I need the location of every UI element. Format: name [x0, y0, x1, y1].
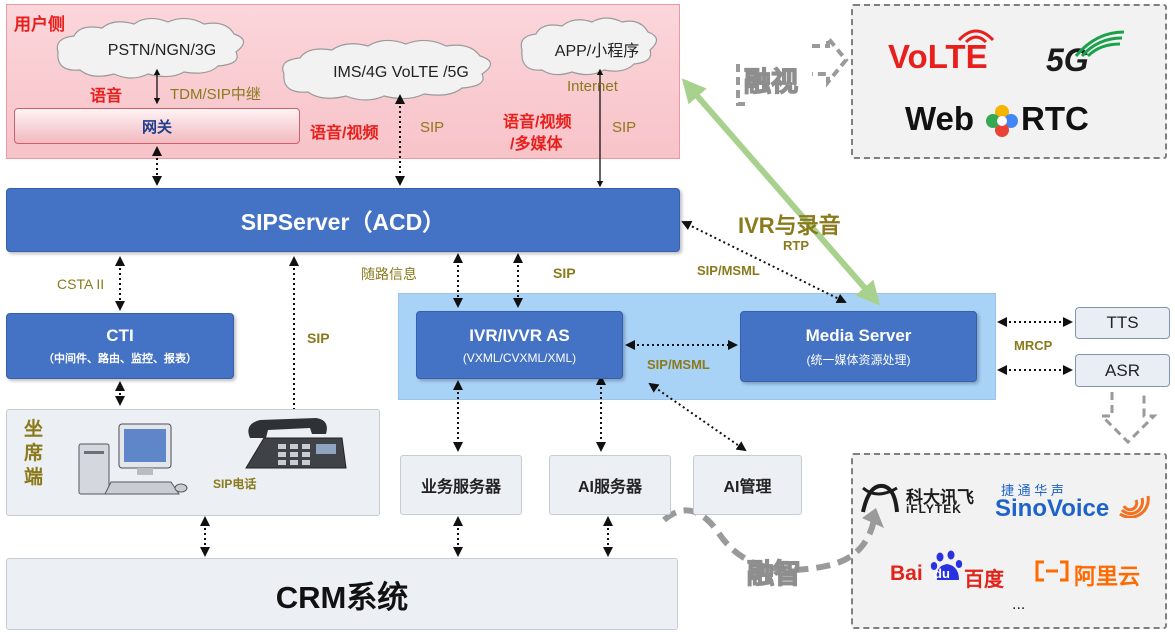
label-ivr-record: IVR与录音 — [738, 213, 841, 238]
cti-box: CTI （中间件、路由、监控、报表） — [6, 313, 234, 379]
ai-server-box: AI服务器 — [549, 455, 671, 515]
cloud-ims-shape — [282, 39, 492, 101]
media-server-box: Media Server (统一媒体资源处理) — [740, 311, 977, 382]
agent-char-3: 端 — [24, 467, 44, 488]
label-sip-msml-top: SIP/MSML — [697, 263, 760, 278]
volte-logo: VoLTE — [888, 38, 988, 75]
baidu-paw-icon — [930, 550, 963, 580]
ivr-as-title: IVR/IVVR AS — [469, 325, 570, 345]
cti-title: CTI — [106, 326, 134, 345]
label-route-info: 随路信息 — [361, 266, 417, 282]
label-mrcp: MRCP — [1014, 338, 1053, 353]
aliyun-icon — [1035, 560, 1069, 582]
agent-char-2: 席 — [24, 443, 44, 464]
label-csta: CSTA II — [57, 276, 105, 292]
agent-label: 坐 席 端 — [24, 418, 43, 490]
fusion-video-panel — [851, 4, 1167, 159]
sip-phone-icon — [245, 418, 347, 469]
ai-manage-box: AI管理 — [693, 455, 802, 515]
webrtc-logo-a: Web — [905, 100, 975, 137]
gateway-box: 网关 — [14, 108, 300, 144]
label-sip-ims: SIP — [420, 119, 445, 136]
fusion-ai-label: 融智 — [746, 558, 801, 589]
label-internet: Internet — [567, 78, 618, 95]
sip-phone-label: SIP电话 — [213, 477, 257, 491]
label-sip-phone-link: SIP — [307, 330, 330, 346]
label-voice: 语音 — [90, 88, 123, 105]
iflytek-cn: 科大讯飞 — [906, 488, 974, 507]
cloud-pstn-shape — [56, 17, 245, 79]
cloud-pstn-label: PSTN/NGN/3G — [107, 42, 217, 59]
media-server-subtitle: (统一媒体资源处理) — [806, 352, 911, 367]
webrtc-logo-b: RTC — [1021, 100, 1089, 137]
wifi-signal-icon — [957, 29, 995, 44]
sinovoice-cn: 捷 通 华 声 — [1001, 483, 1064, 498]
ivr-as-box: IVR/IVVR AS (VXML/CVXML/XML) — [416, 311, 623, 379]
label-multimedia-1: 语音/视频 — [503, 114, 572, 131]
label-sip-msml-mid: SIP/MSML — [647, 357, 710, 372]
label-sip-ivr: SIP — [553, 265, 576, 281]
baidu-logo-b: du — [934, 566, 950, 581]
cloud-app-shape — [520, 17, 658, 76]
cloud-ims-label: IMS/4G VoLTE /5G — [333, 64, 469, 81]
cloud-app-label: APP/小程序 — [554, 43, 640, 60]
asr-box: ASR — [1075, 354, 1170, 387]
ivr-as-subtitle: (VXML/CVXML/XML) — [462, 350, 577, 365]
sipserver-box: SIPServer（ACD） — [6, 188, 680, 252]
crm-box: CRM系统 — [6, 558, 678, 630]
computer-icon — [78, 423, 188, 495]
iflytek-icon — [861, 483, 899, 513]
fiveg-wave-icon — [1074, 30, 1125, 58]
more-vendors: ... — [1012, 596, 1026, 613]
baidu-logo-a: Bai — [890, 562, 923, 585]
label-rtp: RTP — [783, 238, 809, 253]
biz-server-box: 业务服务器 — [400, 455, 522, 515]
media-server-title: Media Server — [805, 325, 912, 345]
iflytek-en: iFLYTEK — [906, 502, 962, 516]
tts-box: TTS — [1075, 307, 1170, 339]
agent-char-1: 坐 — [24, 419, 44, 440]
fusion-ai-panel — [851, 453, 1167, 629]
sinovoice-en: SinoVoice — [995, 495, 1110, 522]
label-multimedia-2: /多媒体 — [510, 136, 563, 153]
label-sip-app: SIP — [612, 119, 637, 136]
webrtc-flower-icon — [986, 105, 1018, 137]
user-side-title: 用户侧 — [14, 15, 65, 34]
label-voice-video: 语音/视频 — [310, 125, 379, 142]
baidu-logo-c: 百度 — [964, 569, 1004, 591]
rtp-arrow — [681, 78, 881, 306]
aliyun-logo: 阿里云 — [1074, 564, 1141, 589]
sinovoice-wave-icon — [1119, 495, 1150, 518]
cti-subtitle: （中间件、路由、监控、报表） — [43, 353, 197, 365]
label-tdm: TDM/SIP中继 — [170, 86, 261, 103]
fusion-video-label: 融视 — [743, 66, 798, 97]
